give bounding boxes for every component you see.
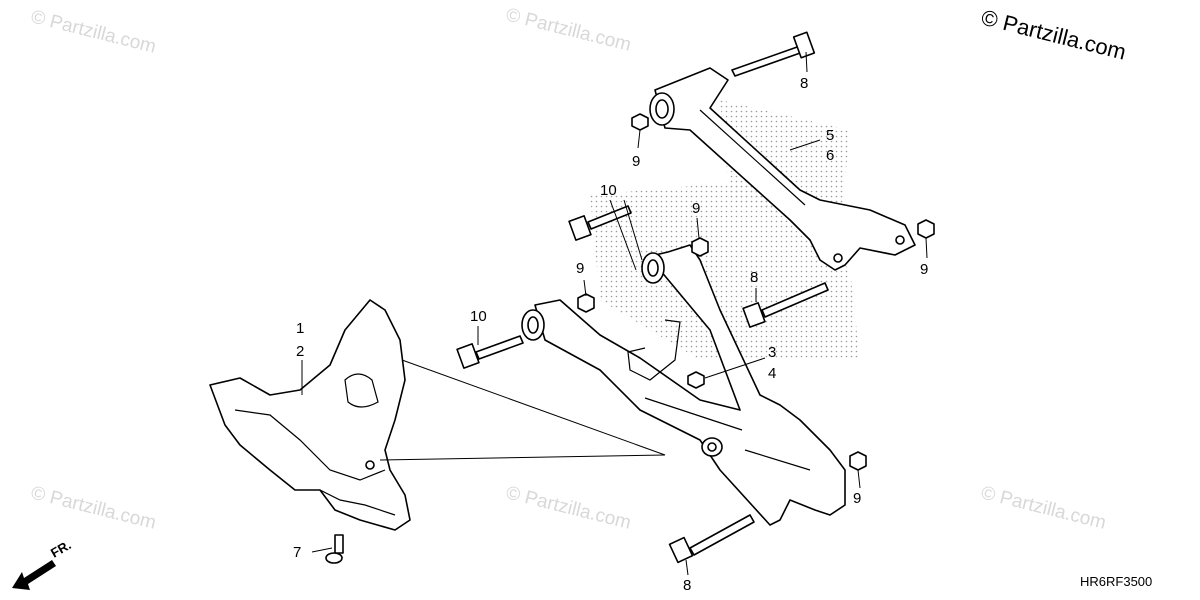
callout-10: 10: [600, 182, 617, 199]
diagram-code: HR6RF3500: [1080, 574, 1152, 589]
lower-a-arm: [521, 244, 846, 526]
callout-2: 2: [296, 343, 304, 360]
callout-9: 9: [920, 261, 928, 278]
callout-1: 1: [296, 320, 304, 337]
watermark-layer: © Partzilla.com © Partzilla.com © Partzi…: [29, 4, 1108, 533]
callout-8: 8: [800, 75, 808, 92]
callout-7: 7: [293, 544, 301, 561]
upper-arm: [649, 67, 916, 271]
callout-10: 10: [470, 308, 487, 325]
callout-9: 9: [853, 490, 861, 507]
callouts: 8 9 5 6 10 9 9 9 8 10 1 2 3 4 9 7 8: [293, 75, 928, 594]
callout-5: 5: [826, 127, 834, 144]
front-indicator: FR.: [12, 537, 74, 590]
front-arrow-icon: [12, 560, 56, 590]
callout-3: 3: [768, 344, 776, 361]
callout-9: 9: [632, 153, 640, 170]
callout-9: 9: [576, 260, 584, 277]
watermark: © Partzilla.com: [29, 6, 158, 57]
bolts: [325, 31, 829, 564]
shading: [590, 100, 860, 360]
watermark: © Partzilla.com: [29, 482, 158, 533]
callout-4: 4: [768, 365, 776, 382]
callout-9: 9: [692, 200, 700, 217]
callout-6: 6: [826, 147, 834, 164]
front-label: FR.: [48, 537, 74, 560]
watermark: © Partzilla.com: [979, 482, 1108, 533]
guard-plate: [209, 299, 411, 531]
callout-8: 8: [750, 269, 758, 286]
watermark: © Partzilla.com: [504, 4, 633, 55]
callout-8: 8: [683, 577, 691, 594]
brand-label: © Partzilla.com: [979, 5, 1129, 65]
nuts: [577, 113, 935, 471]
leader-lines: [301, 51, 928, 576]
watermark: © Partzilla.com: [504, 482, 633, 533]
